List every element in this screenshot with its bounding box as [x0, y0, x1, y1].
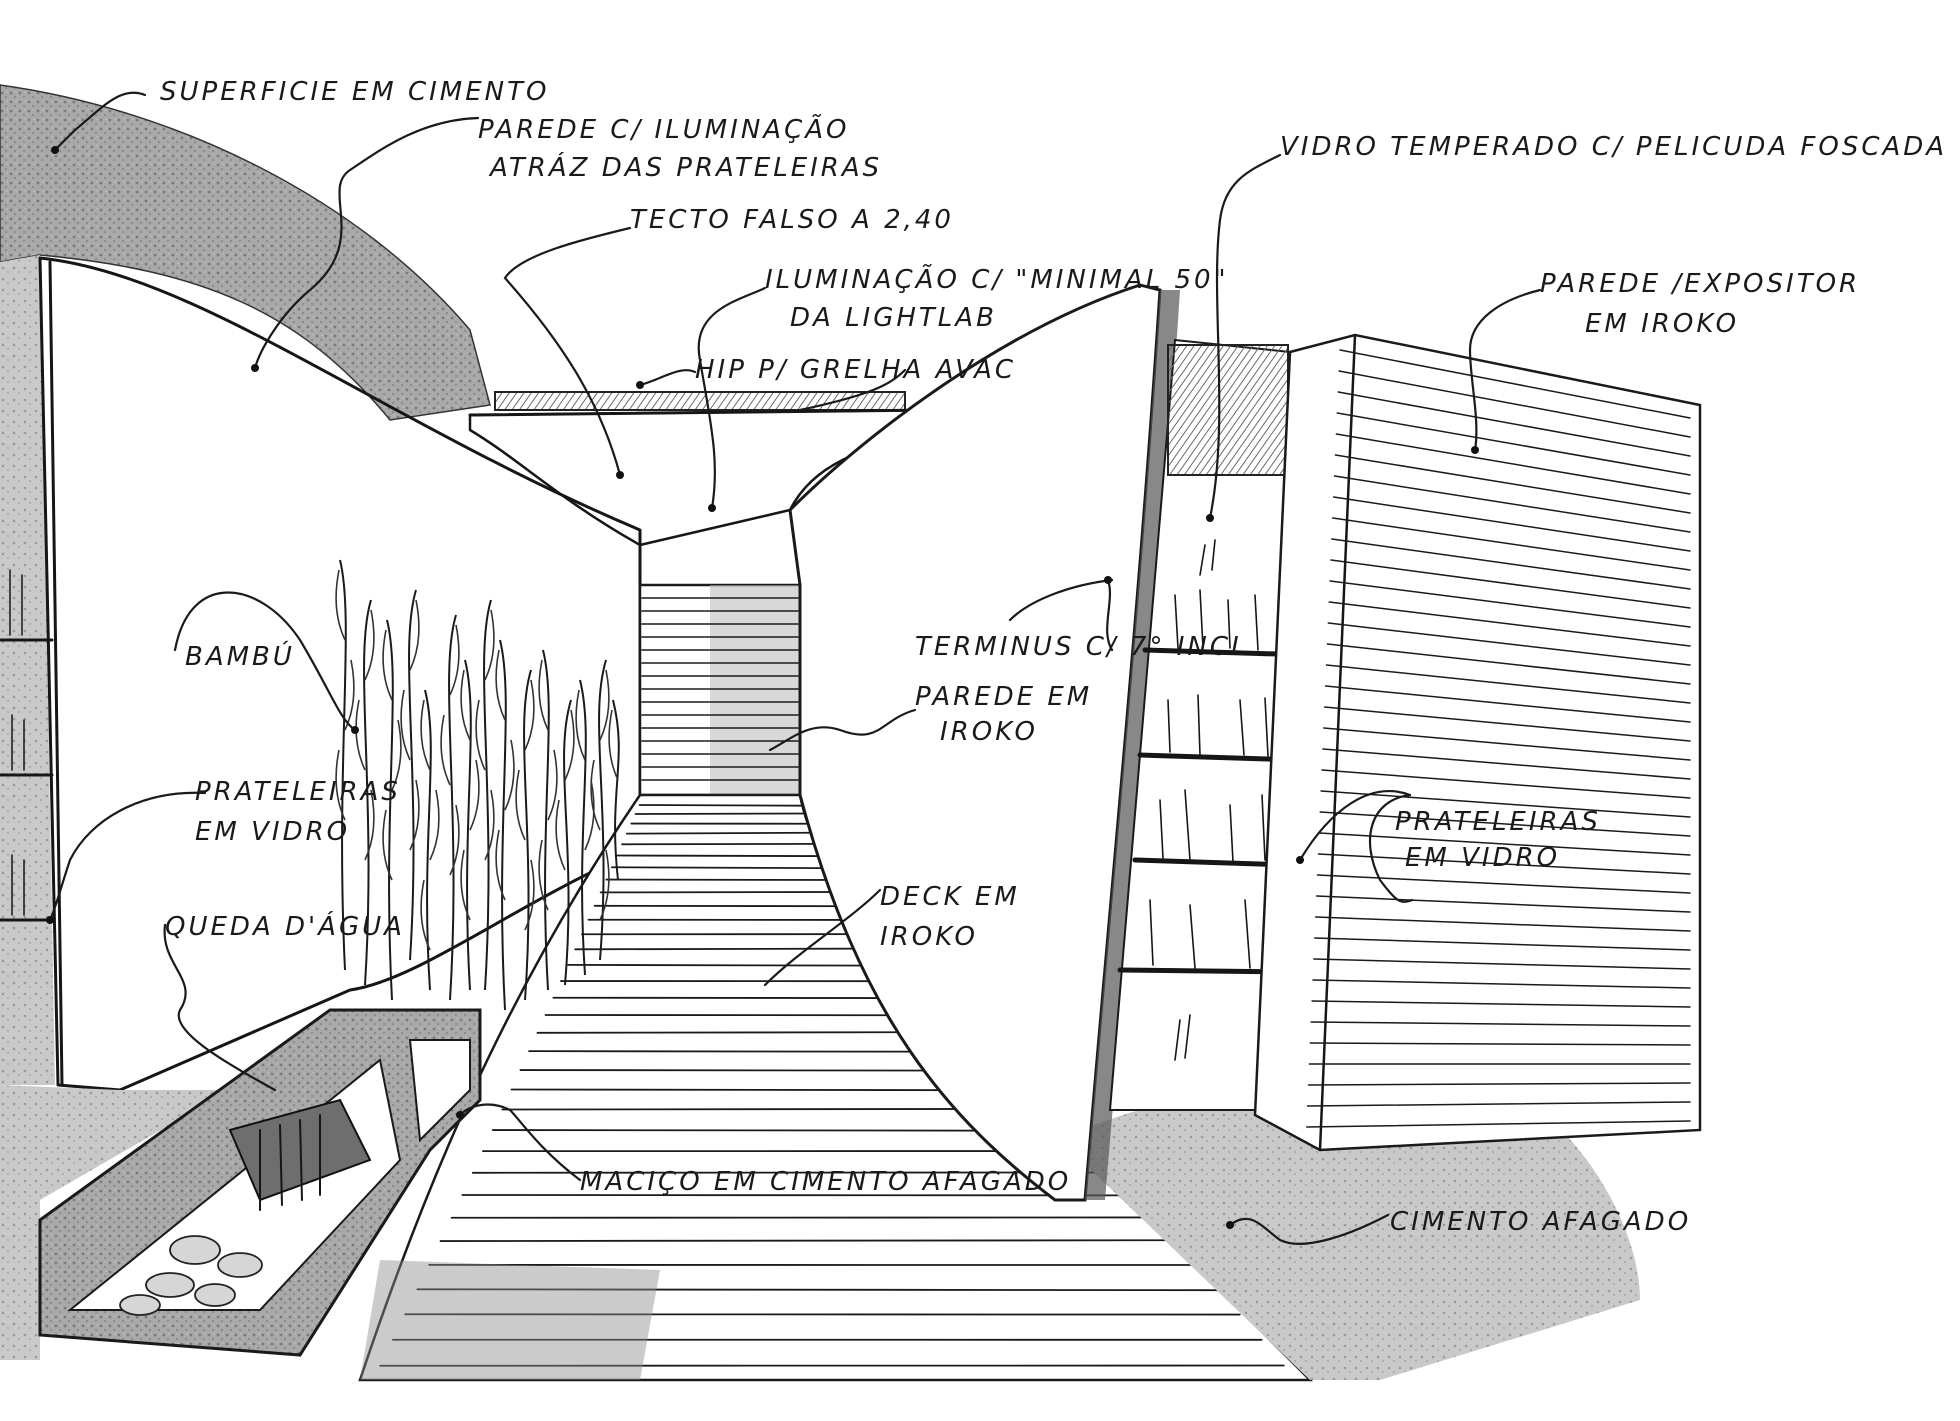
deck-plank-line [636, 813, 813, 814]
label-iluminacao-2: DA LIGHTLAB [790, 303, 997, 333]
label-deck-2: IROKO [880, 922, 978, 952]
deck-plank-line [627, 833, 829, 834]
label-bambu: BAMBÚ [185, 640, 295, 672]
label-cimento-afagado: CIMENTO AFAGADO [1390, 1207, 1691, 1237]
label-iluminacao-1: ILUMINAÇÃO C/ "MINIMAL 50" [765, 263, 1229, 295]
label-parede-iluminacao-2: ATRÁZ DAS PRATELEIRAS [488, 151, 882, 183]
label-parede-iroko-1: PAREDE EM [915, 682, 1092, 712]
label-superficie: SUPERFICIE EM CIMENTO [160, 77, 549, 107]
label-prateleiras-dir-1: PRATELEIRAS [1395, 807, 1601, 837]
deck-plank-line [440, 1240, 1177, 1241]
label-queda-agua: QUEDA D'ÁGUA [165, 910, 405, 942]
label-tecto-falso: TECTO FALSO A 2,40 [630, 205, 954, 235]
label-grelha-avac: HIP P/ GRELHA AVAC [695, 355, 1016, 385]
label-prateleiras-dir-2: EM VIDRO [1405, 843, 1560, 873]
label-deck-1: DECK EM [880, 882, 1020, 912]
label-macico: MACIÇO EM CIMENTO AFAGADO [580, 1167, 1071, 1197]
deck-shadow [360, 1260, 660, 1380]
avac-grille [495, 392, 905, 410]
label-parede-iluminacao-1: PAREDE C/ ILUMINAÇÃO [478, 113, 849, 145]
label-vidro-temperado: VIDRO TEMPERADO C/ PELICUDA FOSCADA [1280, 132, 1947, 162]
deck-plank-line [640, 805, 805, 806]
label-expositor-2: EM IROKO [1585, 309, 1739, 339]
label-parede-iroko-2: IROKO [940, 717, 1038, 747]
deck-plank-line [617, 856, 848, 857]
label-prateleiras-esq-2: EM VIDRO [195, 817, 350, 847]
far-iroko-wall [640, 585, 800, 795]
label-terminus: TERMINUS C/ 7° INCL. [915, 632, 1260, 662]
label-expositor-1: PAREDE /EXPOSITOR [1540, 269, 1860, 299]
label-prateleiras-esq-1: PRATELEIRAS [195, 777, 401, 807]
